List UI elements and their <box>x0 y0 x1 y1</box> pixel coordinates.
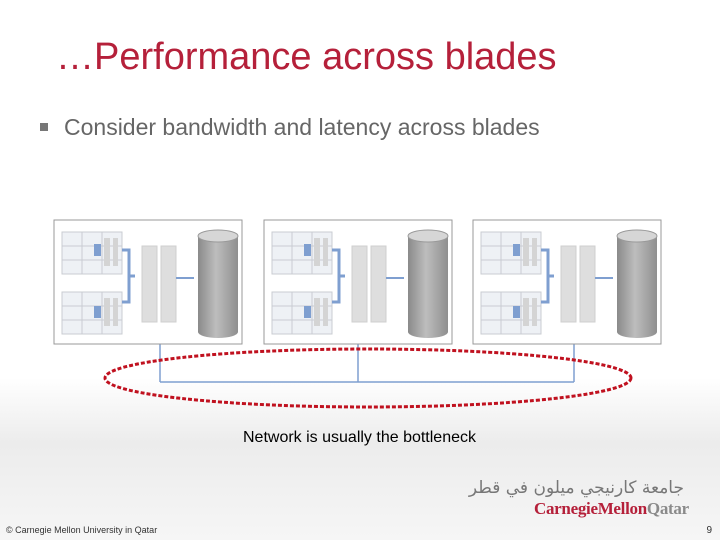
logo-qatar-text: Qatar <box>646 499 689 518</box>
bullet-item: Consider bandwidth and latency across bl… <box>40 114 540 141</box>
server-icon <box>480 291 542 335</box>
blade-3 <box>472 219 662 345</box>
network-wiring <box>159 343 575 383</box>
logo-english-text: CarnegieMellonQatar <box>534 499 689 519</box>
disk-storage-icon <box>197 229 239 338</box>
network-highlight-ellipse <box>103 347 633 409</box>
logo-cmu-text: CarnegieMellon <box>534 499 647 518</box>
diagram-caption: Network is usually the bottleneck <box>243 429 476 446</box>
server-icon <box>61 231 123 275</box>
copyright-footer: © Carnegie Mellon University in Qatar <box>6 525 158 535</box>
blade-1 <box>53 219 243 345</box>
switch-icon <box>351 245 387 323</box>
disk-storage-icon <box>616 229 658 338</box>
page-number: 9 <box>706 525 712 536</box>
cmu-qatar-logo: جامعة كارنيجي ميلون في قطر CarnegieMello… <box>469 478 690 524</box>
server-icon <box>61 291 123 335</box>
logo-arabic-text: جامعة كارنيجي ميلون في قطر <box>468 478 684 498</box>
disk-storage-icon <box>407 229 449 338</box>
blade-2 <box>263 219 453 345</box>
bracket-connector <box>122 248 135 304</box>
slide-title: …Performance across blades <box>56 36 557 78</box>
server-icon <box>271 291 333 335</box>
bracket-connector <box>332 248 345 304</box>
switch-icon <box>560 245 596 323</box>
square-bullet-icon <box>40 123 48 131</box>
server-icon <box>271 231 333 275</box>
server-icon <box>480 231 542 275</box>
bullet-text: Consider bandwidth and latency across bl… <box>64 114 540 140</box>
switch-icon <box>141 245 177 323</box>
bracket-connector <box>541 248 554 304</box>
